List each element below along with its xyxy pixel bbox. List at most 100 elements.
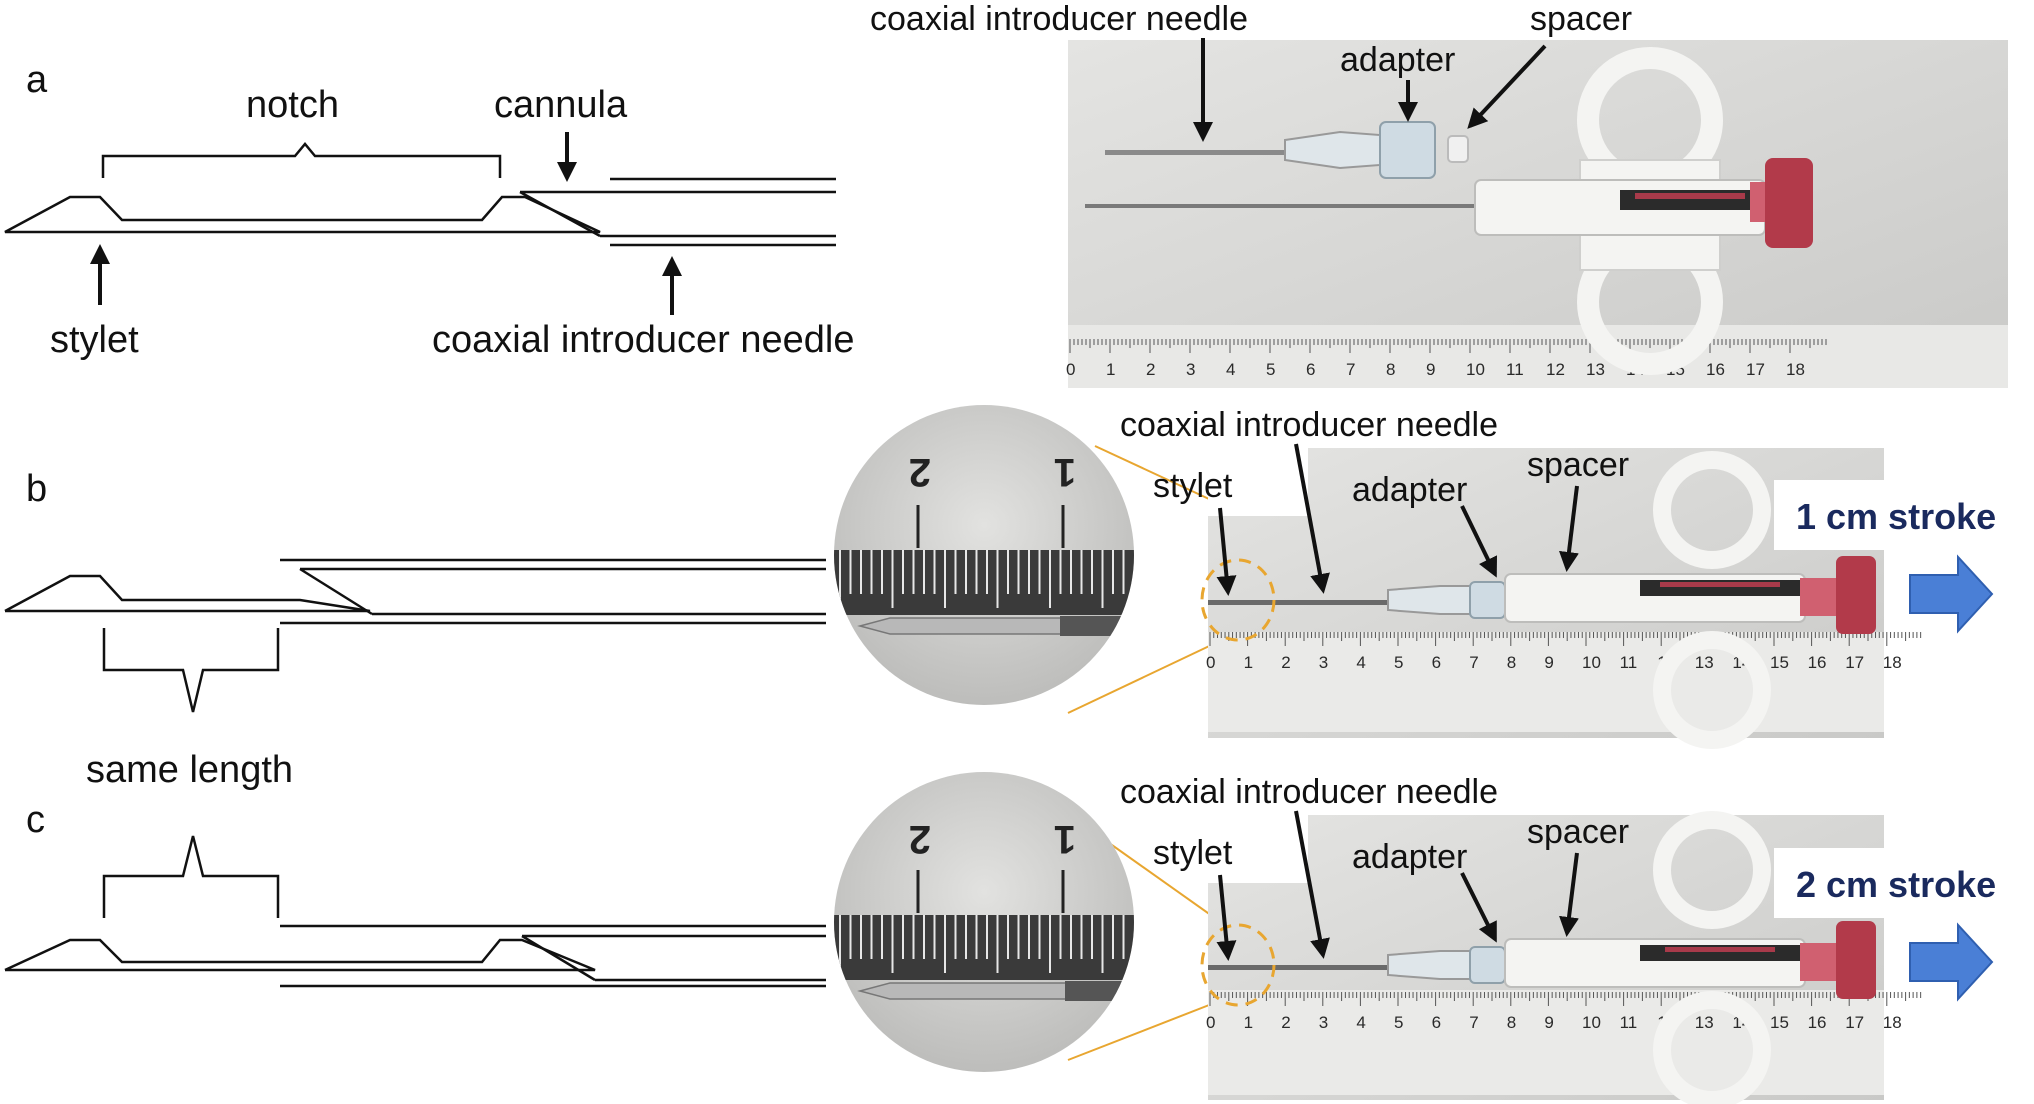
ruler-c-tick-label: 5 [1394,1013,1403,1032]
ruler-a-tick-label: 9 [1426,360,1435,379]
cannula-shape [519,190,836,238]
ruler-c-tick-label: 2 [1281,1013,1290,1032]
ruler-a-tick-label: 12 [1546,360,1565,379]
stroke-c-arrow [1909,922,1994,1002]
ruler-c-tick-label: 3 [1319,1013,1328,1032]
ruler-b-tick-label: 11 [1620,653,1638,672]
ruler-c-tick-label: 9 [1544,1013,1553,1032]
panel-b-diagram: b [4,468,826,713]
ruler-c-tick-label: 13 [1695,1013,1714,1032]
stylet-shape-c [4,938,596,972]
ruler-c-tick-label: 15 [1770,1013,1789,1032]
ruler-a-tick-label: 2 [1146,360,1155,379]
highlight-circle-c [1200,923,1276,1007]
ruler-a-tick-label: 17 [1746,360,1765,379]
same-length-bracket [102,628,280,713]
photo-c-spacer-label: spacer [1527,813,1629,851]
plunger-cap [1765,158,1813,248]
stylet-shape-b [4,574,371,613]
ruler-c-tick-label: 8 [1507,1013,1516,1032]
ruler-a-tick-label: 0 [1066,360,1075,379]
photo-b-coaxial-label: coaxial introducer needle [1120,406,1498,444]
ruler-b-tick-label: 1 [1244,653,1253,672]
ruler-c-tick-label: 16 [1808,1013,1827,1032]
stroke-c-label: 2 cm stroke [1796,864,1996,905]
ruler-b-tick-label: 7 [1469,653,1478,672]
photo-a-coaxial-label: coaxial introducer needle [870,0,1248,38]
ruler-c-tick-label: 7 [1469,1013,1478,1032]
ruler-b-tick-label: 13 [1695,653,1714,672]
ruler-a-tick-label: 7 [1346,360,1355,379]
introducer-hub [1284,130,1381,170]
photo-b-stylet-label: stylet [1153,467,1233,505]
stroke-b-arrow [1909,554,1994,634]
ruler-c-tick-label: 1 [1244,1013,1253,1032]
ruler-b-tick-label: 8 [1507,653,1516,672]
coaxial-needle-label: coaxial introducer needle [432,319,855,361]
ruler-b-tick-label: 2 [1281,653,1290,672]
stylet-label: stylet [50,319,139,361]
panel-c-letter: c [26,799,45,841]
mag-b-digit-2: 2 [909,450,931,494]
ruler-a-tick-label: 4 [1226,360,1235,379]
mag-c-digit-2: 2 [909,817,931,861]
ruler-c-tick-label: 11 [1620,1013,1638,1032]
panel-a-diagram: a notch cannula stylet coaxial introduce… [4,59,855,361]
mag-b-digit-1: 1 [1054,450,1076,494]
stroke-b-label: 1 cm stroke [1796,496,1996,537]
ruler-b-tick-label: 10 [1582,653,1601,672]
ruler-b-tick-label: 0 [1206,653,1215,672]
ruler-b-tick-label: 17 [1845,653,1864,672]
ruler-b-tick-label: 6 [1432,653,1441,672]
ruler-a-tick-label: 13 [1586,360,1605,379]
ruler-a-tick-label: 5 [1266,360,1275,379]
ruler-a-tick-label: 10 [1466,360,1485,379]
ruler-c [1208,990,1884,1095]
panel-a-letter: a [26,59,48,101]
ruler-c-tick-label: 17 [1845,1013,1864,1032]
ruler [1068,325,2008,388]
stylet-shape [4,195,601,234]
ruler-b-tick-label: 5 [1394,653,1403,672]
photo-a-adapter-label: adapter [1340,41,1455,79]
ruler-b [1208,632,1884,732]
ruler-c-tick-label: 4 [1356,1013,1365,1032]
stroke-b: 1 cm stroke [1774,480,2032,634]
ruler-c-tick-label: 10 [1582,1013,1601,1032]
ruler-b-tick-label: 4 [1356,653,1365,672]
magnifier-b: 2 1 [834,405,1223,714]
magnifier-c: 2 1 [834,772,1223,1072]
ruler-a-tick-label: 1 [1106,360,1115,379]
ruler-a-tick-label: 18 [1786,360,1805,379]
cannula-shape-b [299,567,826,616]
photo-c-stylet-label: stylet [1153,834,1233,872]
panel-b-letter: b [26,468,47,510]
ruler-a-tick-label: 11 [1506,360,1524,379]
ruler-a-tick-label: 16 [1706,360,1725,379]
cannula-label: cannula [494,84,628,126]
biopsy-needle-shaft [1085,204,1475,208]
adapter-part [1379,121,1436,179]
ruler-c-tick-label: 0 [1206,1013,1215,1032]
stroke-c: 2 cm stroke [1774,848,2032,1002]
photo-a-spacer-label: spacer [1530,0,1632,38]
ruler-c-tick-label: 6 [1432,1013,1441,1032]
photo-b-spacer-label: spacer [1527,446,1629,484]
panel-c-diagram: same length c [4,749,826,988]
highlight-circle-b [1200,558,1276,642]
ruler-b-tick-label: 16 [1808,653,1827,672]
mag-c-digit-1: 1 [1054,817,1076,861]
photo-b-adapter-label: adapter [1352,471,1467,509]
notch-bracket [101,142,502,178]
same-length-label: same length [86,749,293,791]
cannula-shape-c [521,934,826,982]
ruler-c-tick-label: 18 [1883,1013,1902,1032]
ruler-a-tick-label: 3 [1186,360,1195,379]
ruler-b-tick-label: 18 [1883,653,1902,672]
ruler-a-tick-label: 6 [1306,360,1315,379]
introducer-needle-shaft [1105,150,1285,155]
